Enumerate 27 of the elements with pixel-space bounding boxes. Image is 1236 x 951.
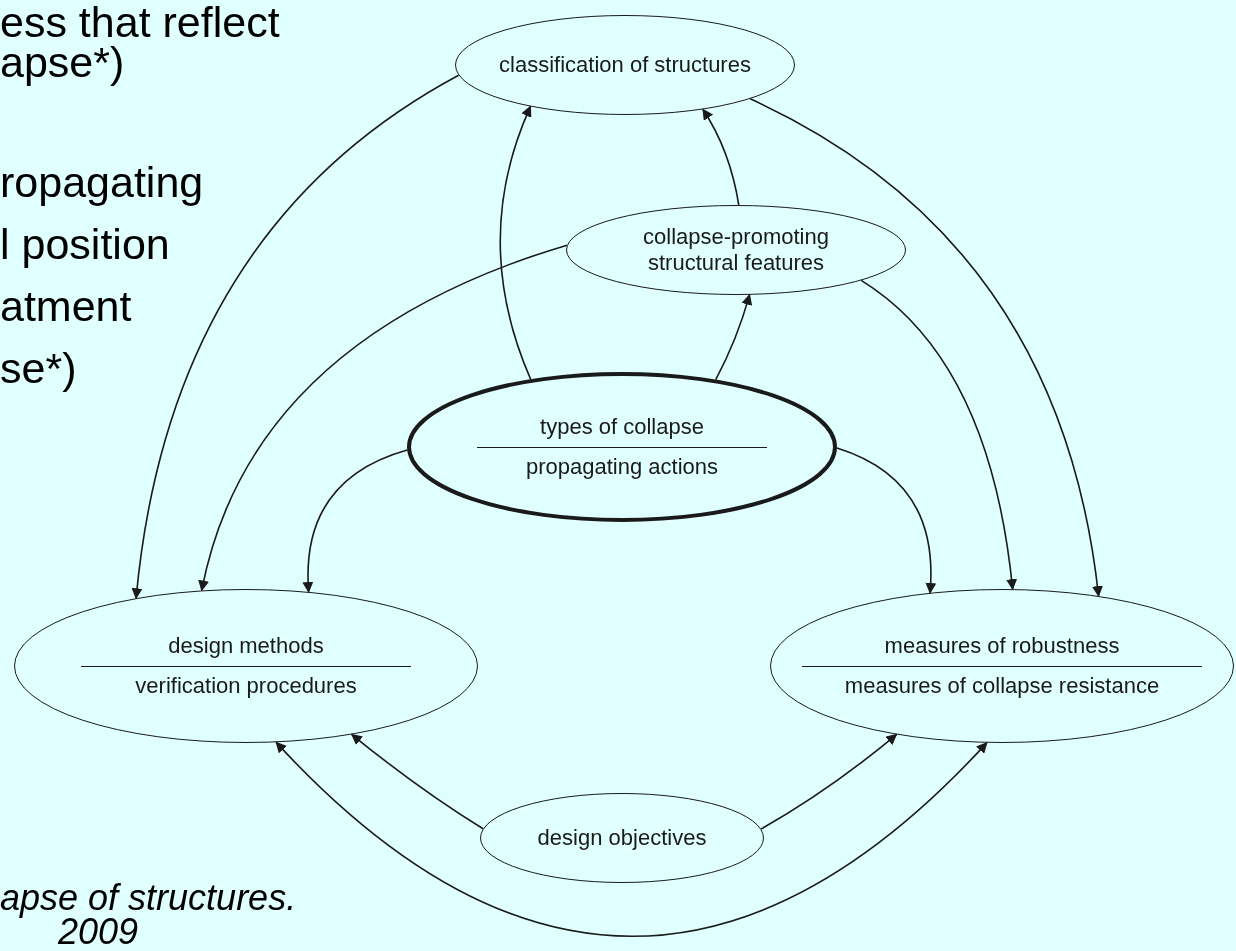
arrow [499,105,532,380]
node-text: propagating actions [526,453,718,480]
arrow [350,733,484,830]
arrow [302,449,408,593]
slide-text: apse of structures. [0,880,297,916]
slide-text: l position [0,222,170,266]
arrow [131,74,460,600]
slide-text: ropagating [0,160,204,204]
arrow [760,733,898,830]
slide-text: se*) [0,346,77,390]
node-text: measures of collapse resistance [844,672,1160,699]
node-text: design objectives [537,824,707,852]
arrow [860,279,1017,591]
arrow [198,244,568,592]
slide-text: 2009 [58,914,139,950]
node-text: types of collapse [540,414,704,441]
arrow [749,98,1103,598]
node-text: measures of robustness [884,633,1120,660]
arrow [836,447,936,594]
arrow [714,293,753,381]
arrow [702,108,740,206]
slide-text: atment [0,284,132,328]
node-text: classification of structures [499,51,751,79]
node-text: verification procedures [135,672,357,699]
arrow [275,741,988,938]
node-text: collapse-promoting structural features [642,223,830,277]
node-text: design methods [168,633,324,660]
